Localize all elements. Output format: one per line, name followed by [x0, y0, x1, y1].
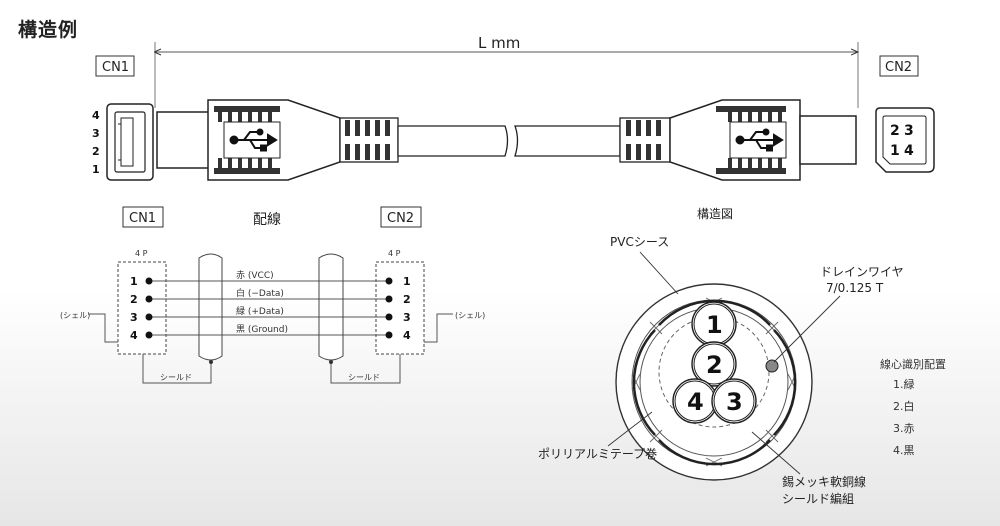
wiring-pin-right: 3 — [403, 311, 411, 324]
cn2-label-box — [879, 55, 919, 77]
cn1-pin-number: 4 — [92, 109, 100, 122]
wire-label: 黒 (Ground) — [236, 324, 288, 335]
wiring-pin-right: 1 — [403, 275, 411, 288]
color-code-item: 2.白 — [893, 399, 915, 413]
shell-label-left: (シェル) — [60, 311, 90, 320]
core-number: 2 — [706, 351, 723, 379]
wiring-cn1-label-box — [122, 206, 164, 228]
leader-shield-braid — [751, 431, 801, 475]
wiring-conductors — [149, 280, 389, 336]
callout-shield-braid-2: シールド編組 — [782, 491, 854, 506]
wiring-pin-left: 2 — [130, 293, 138, 306]
wiring-pin-dots-left — [145, 277, 153, 339]
cross-section-title: 構造図 — [697, 207, 733, 221]
cn1-pin-number: 2 — [92, 145, 100, 158]
wire-label: 白 (−Data) — [236, 287, 284, 299]
wiring-pin-right: 2 — [403, 293, 411, 306]
page-title: 構造例 — [18, 18, 78, 41]
color-code-item: 3.赤 — [893, 422, 915, 435]
cn1-pin-number: 3 — [92, 127, 100, 140]
cable-cross-section — [615, 283, 813, 481]
cn2-label: CN2 — [885, 60, 912, 75]
core-number: 3 — [726, 388, 743, 416]
shield-drain-right — [330, 354, 401, 384]
callout-drain-wire-spec: 7/0.125 T — [826, 281, 884, 295]
callout-shield-braid-1: 錫メッキ軟銅線 — [782, 474, 866, 489]
cn2-pin-number: 3 — [904, 123, 914, 139]
shield-label-right: シールド — [348, 373, 380, 382]
wiring-cn1-box — [117, 261, 167, 355]
cn1-label: CN1 — [102, 60, 129, 75]
wiring-conductors-over — [199, 280, 343, 336]
color-code-item: 1.緑 — [893, 377, 915, 391]
callout-pvc-sheath: PVCシース — [610, 235, 669, 249]
cn2-pin-number: 4 — [904, 143, 914, 159]
cn2-pin-number: 2 — [890, 123, 900, 139]
core-number: 1 — [706, 311, 723, 339]
leader-pvc-sheath — [639, 251, 679, 295]
wiring-cn2-box — [375, 261, 425, 355]
cn1-pin-number: 1 — [92, 163, 100, 176]
shell-label-right: (シェル) — [455, 311, 485, 320]
cn2-connector-face — [875, 107, 935, 173]
shield-label-left: シールド — [160, 373, 192, 382]
left-plug — [156, 99, 399, 181]
core-number: 4 — [687, 388, 704, 416]
wire-label: 赤 (VCC) — [236, 270, 274, 281]
shield-tube-right — [318, 253, 344, 361]
cn1-label-box — [95, 55, 135, 77]
pin-count-left: 4 P — [135, 249, 148, 258]
cn1-connector-face — [106, 103, 154, 181]
shield-drain-left — [142, 354, 212, 384]
leader-polyester-tape — [607, 411, 653, 447]
usb-logo-icon — [735, 128, 784, 152]
wiring-pin-left: 1 — [130, 275, 138, 288]
usb-logo-icon — [229, 128, 278, 152]
shell-lead-left — [88, 313, 118, 343]
leader-drain-wire — [773, 295, 841, 363]
shield-tube-left — [198, 253, 223, 361]
cn2-pin-number: 1 — [890, 143, 900, 159]
wiring-cn1-label: CN1 — [129, 211, 156, 226]
wiring-pin-dots-right — [385, 277, 393, 339]
wiring-pin-left: 4 — [130, 329, 138, 342]
color-code-title: 線心識別配置 — [880, 357, 946, 371]
wiring-cn2-label: CN2 — [387, 211, 414, 226]
shell-lead-right — [424, 313, 453, 343]
wiring-title: 配線 — [253, 212, 281, 228]
callout-polyester-tape: ポリリアルミテープ巻 — [538, 447, 657, 461]
wiring-pin-left: 3 — [130, 311, 138, 324]
wiring-pin-right: 4 — [403, 329, 411, 342]
pin-count-right: 4 P — [388, 249, 401, 258]
wiring-cn2-label-box — [380, 206, 422, 228]
color-code-item: 4.黒 — [893, 444, 915, 457]
length-label: L mm — [478, 34, 520, 52]
right-plug — [619, 99, 857, 181]
callout-drain-wire: ドレインワイヤ — [820, 265, 904, 279]
wire-label: 緑 (+Data) — [236, 305, 284, 317]
cable-body — [397, 125, 621, 157]
